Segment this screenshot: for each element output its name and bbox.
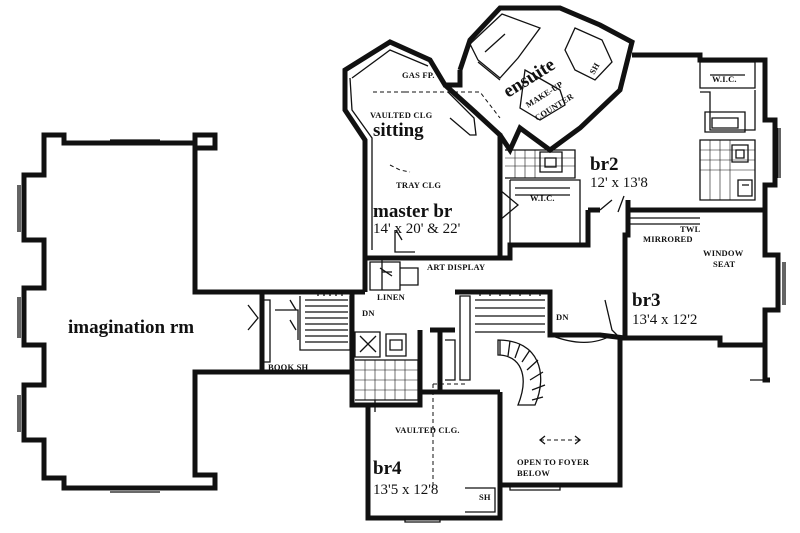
window-seat-label-2: SEAT bbox=[713, 259, 736, 269]
art-display-label: ART DISPLAY bbox=[427, 262, 485, 272]
br2-walls bbox=[588, 52, 781, 213]
br3-walls bbox=[604, 210, 786, 383]
open-to-foyer-label-2: BELOW bbox=[517, 468, 550, 478]
towel-label: TWL bbox=[680, 224, 701, 234]
book-shelf-label: BOOK SH bbox=[268, 362, 309, 372]
imagination-room-walls bbox=[17, 132, 271, 493]
br4-ceiling-label: VAULTED CLG. bbox=[395, 425, 460, 435]
br4-dims: 13'5 x 12'8 bbox=[373, 482, 438, 498]
stair-down-left-label: DN bbox=[362, 308, 375, 318]
master-br-label: master br bbox=[373, 201, 453, 222]
br4-label: br4 bbox=[373, 458, 402, 479]
master-wic-label: W.I.C. bbox=[530, 193, 555, 203]
br2-wic-label: W.I.C. bbox=[712, 74, 737, 84]
br2-dims: 12' x 13'8 bbox=[590, 175, 648, 191]
gas-fireplace-label: GAS FP. bbox=[402, 70, 435, 80]
master-suite-walls bbox=[342, 39, 591, 290]
br4-shower-label: SH bbox=[479, 492, 491, 502]
sitting-ceiling-label: VAULTED CLG bbox=[370, 110, 433, 120]
ensuite-shower-label: SH bbox=[587, 61, 602, 76]
sitting-room-label: sitting bbox=[373, 120, 424, 141]
tray-ceiling-label: TRAY CLG bbox=[396, 180, 441, 190]
stair-left bbox=[262, 289, 365, 375]
stair-down-right-label: DN bbox=[556, 312, 569, 322]
br2-label: br2 bbox=[590, 154, 619, 175]
br3-label: br3 bbox=[632, 290, 661, 311]
linen-closet bbox=[349, 258, 423, 408]
br3-dims: 13'4 x 12'2 bbox=[632, 312, 697, 328]
stair-right-foyer bbox=[455, 289, 626, 445]
mirrored-label: MIRRORED bbox=[643, 234, 693, 244]
br4-walls bbox=[365, 327, 623, 523]
linen-label: LINEN bbox=[377, 292, 406, 302]
window-seat-label-1: WINDOW bbox=[703, 248, 744, 258]
master-br-dims: 14' x 20' & 22' bbox=[373, 221, 461, 237]
room-labels: imagination rm GAS FP. VAULTED CLG sitti… bbox=[68, 54, 744, 502]
ensuite-walls bbox=[457, 5, 635, 245]
imagination-room-label: imagination rm bbox=[68, 317, 194, 338]
open-to-foyer-label-1: OPEN TO FOYER bbox=[517, 457, 590, 467]
